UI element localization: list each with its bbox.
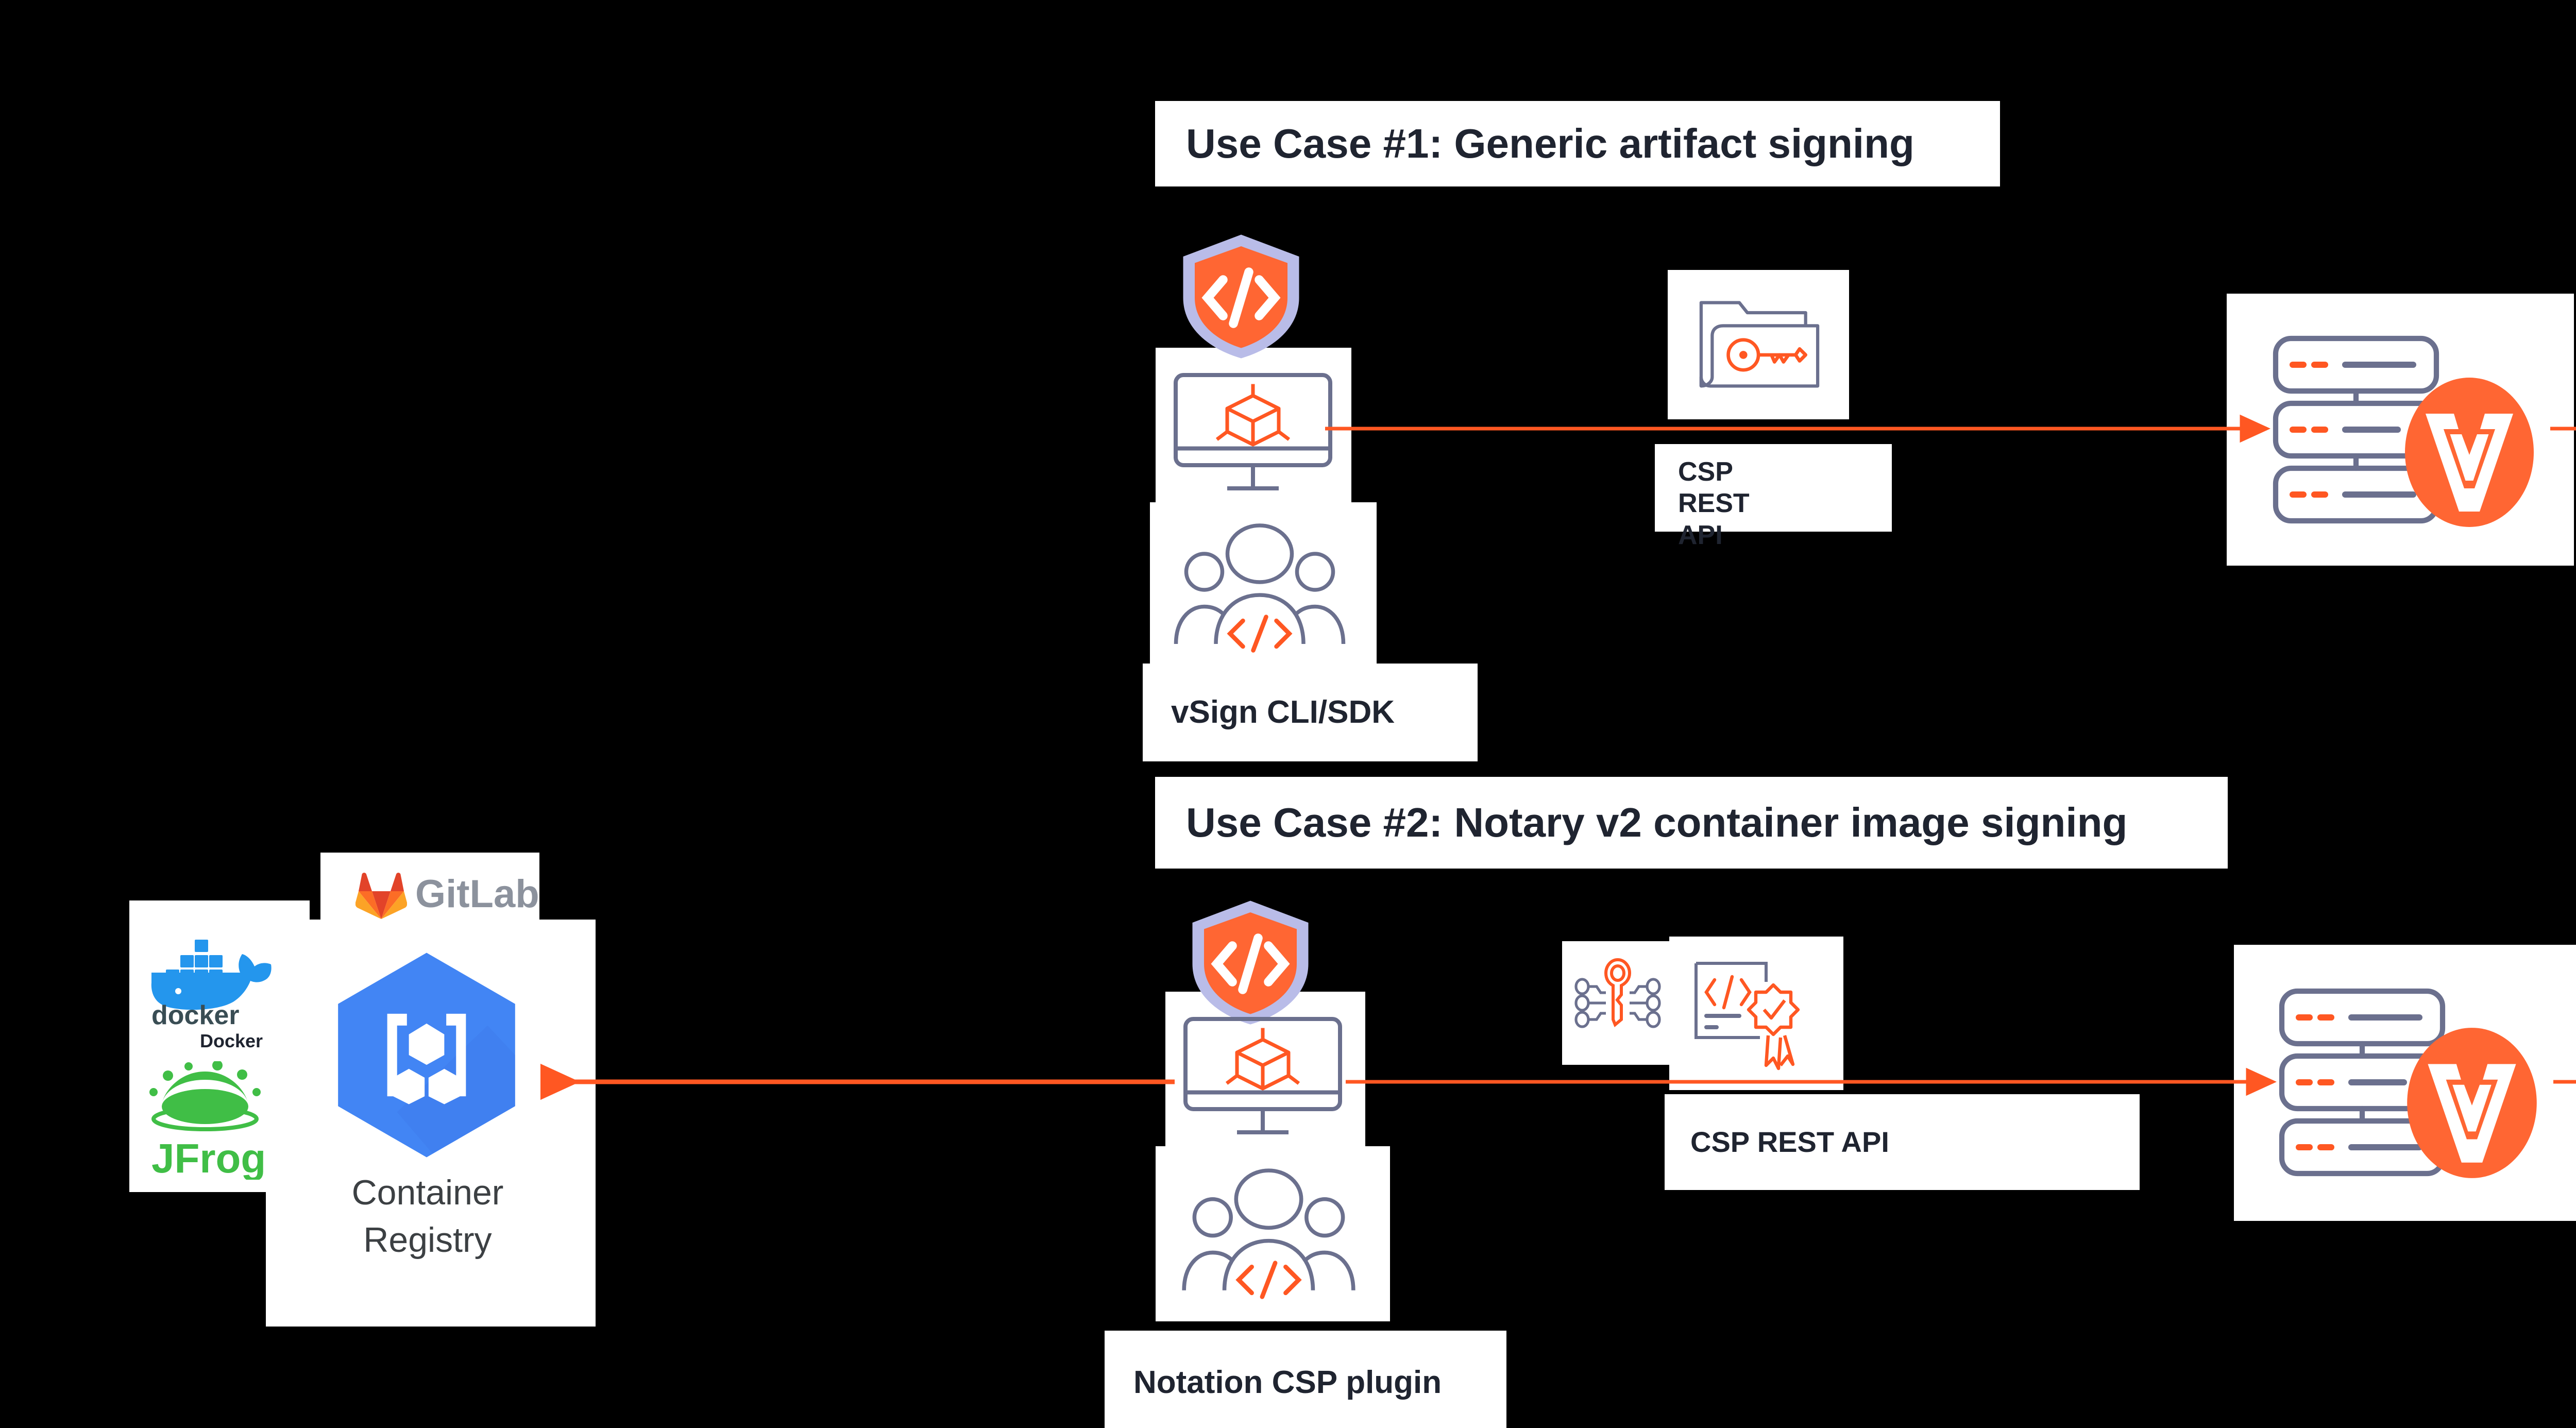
notation-label: Notation CSP plugin xyxy=(1133,1365,1442,1401)
vsign-label: vSign CLI/SDK xyxy=(1171,694,1395,730)
svg-text:docker: docker xyxy=(151,1000,240,1029)
monitor-cube-icon xyxy=(1171,370,1335,499)
use-case-2-title: Use Case #2: Notary v2 container image s… xyxy=(1186,800,2128,845)
server-rack-icon xyxy=(2271,334,2441,525)
venafi-logo-icon xyxy=(2407,1020,2537,1186)
venafi-logo-icon xyxy=(2405,370,2534,535)
code-shield-icon xyxy=(1177,231,1306,360)
csp-api-1-label: CSP REST API xyxy=(1678,457,1750,550)
use-case-2-title-box: Use Case #2: Notary v2 container image s… xyxy=(1155,777,2228,869)
code-shield-icon xyxy=(1186,896,1315,1026)
notation-team-panel xyxy=(1156,1146,1390,1321)
vsign-label-box: vSign CLI/SDK xyxy=(1143,664,1478,761)
use-case-1-title-box: Use Case #1: Generic artifact signing xyxy=(1155,101,2000,186)
gitlab-wordmark: GitLab xyxy=(415,872,539,916)
csp-api-2-label-box: CSP REST API xyxy=(1665,1094,2140,1190)
developer-team-icon xyxy=(1172,520,1347,657)
vsign-team-panel xyxy=(1150,502,1377,672)
csp-api-2-label: CSP REST API xyxy=(1690,1125,1889,1158)
jfrog-logo: JFrog xyxy=(143,1061,267,1180)
csp-api-1-label-box: CSP REST API xyxy=(1655,444,1892,550)
monitor-cube-icon xyxy=(1180,1014,1346,1143)
docker-caption: Docker xyxy=(199,1030,263,1051)
container-registry-label-line1: Container xyxy=(351,1173,504,1212)
svg-text:JFrog: JFrog xyxy=(151,1135,266,1180)
code-certificate-icon xyxy=(1690,957,1822,1074)
developer-team-icon xyxy=(1180,1165,1358,1303)
notation-label-box: Notation CSP plugin xyxy=(1105,1331,1506,1428)
container-registry-label-line2: Registry xyxy=(363,1220,492,1260)
docker-logo: docker xyxy=(143,921,296,1029)
google-container-registry-logo xyxy=(318,947,535,1163)
folder-key-icon xyxy=(1695,293,1824,393)
server-rack-icon xyxy=(2277,985,2447,1180)
csp-api-2-key-network-box xyxy=(1562,941,1671,1065)
key-network-icon xyxy=(1574,956,1662,1048)
gitlab-logo xyxy=(355,872,407,921)
use-case-1-title: Use Case #1: Generic artifact signing xyxy=(1186,121,1914,166)
